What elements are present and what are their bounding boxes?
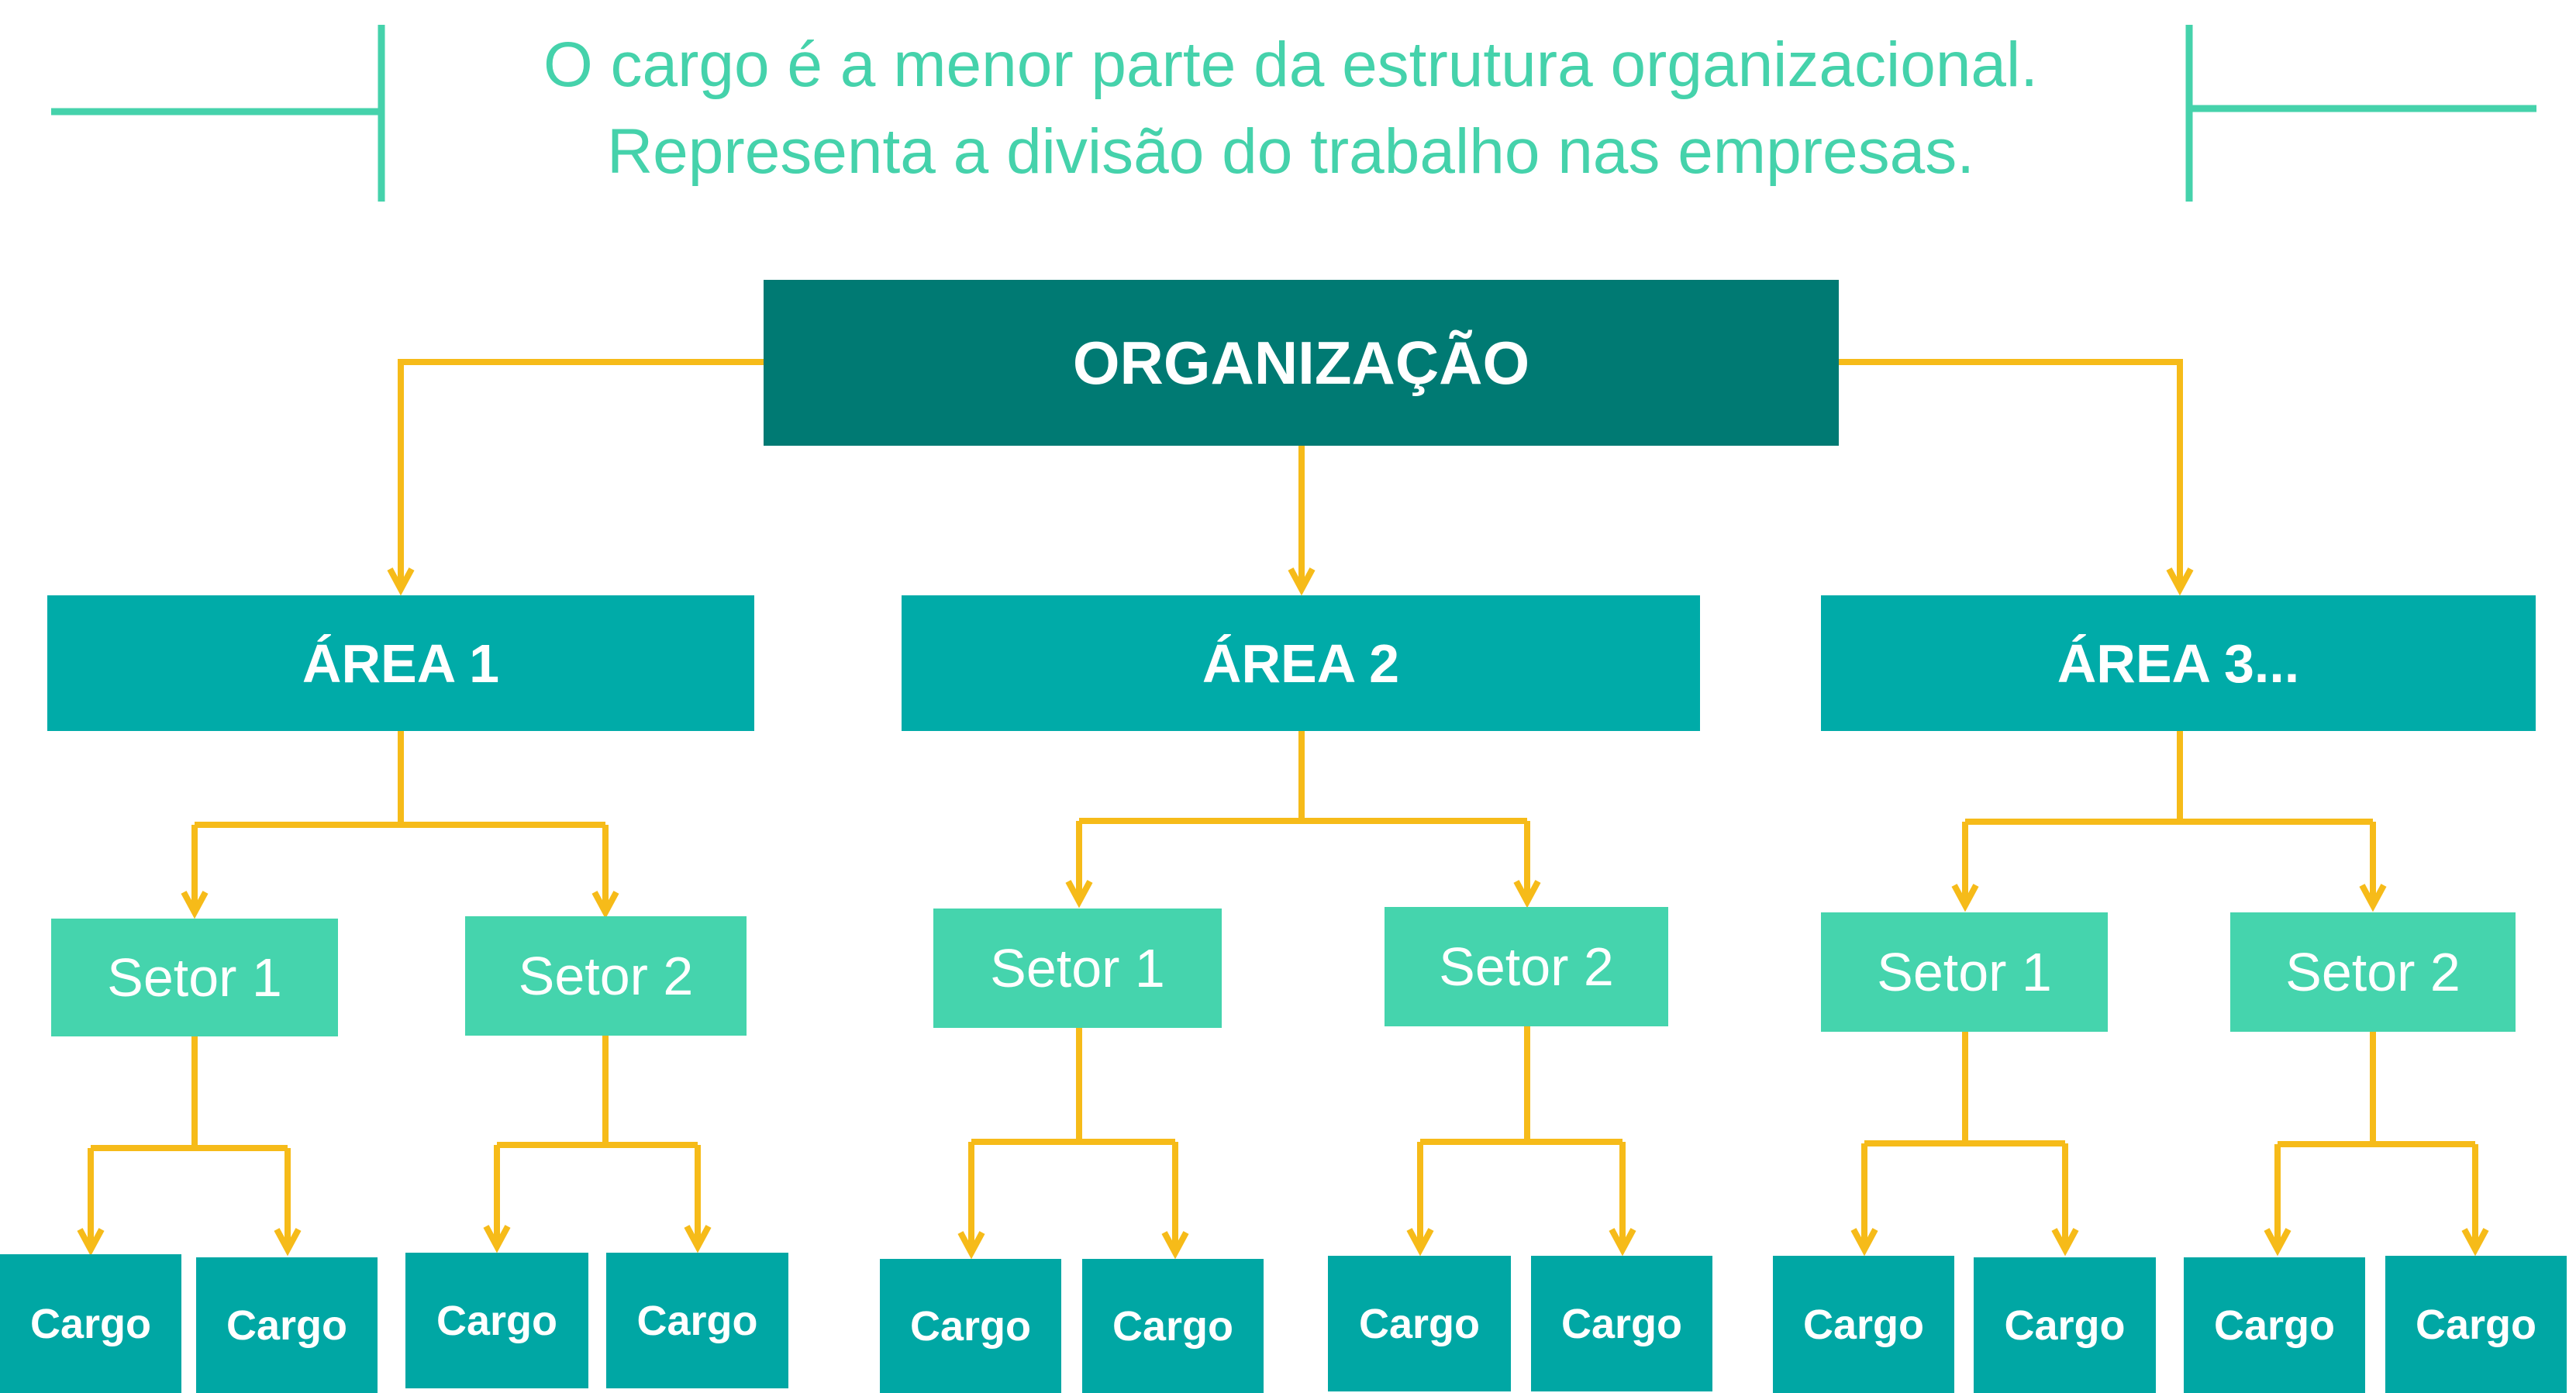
- area-box-3: ÁREA 3...: [1821, 595, 2536, 731]
- setor-box: Setor 1: [51, 919, 338, 1036]
- cargo-box: Cargo: [2385, 1256, 2567, 1393]
- cargo-box: Cargo: [1328, 1256, 1511, 1391]
- cargo-box: Cargo: [0, 1254, 181, 1393]
- cargo-box: Cargo: [1082, 1259, 1264, 1393]
- cargo-label: Cargo: [636, 1297, 758, 1344]
- setor-box: Setor 2: [2230, 912, 2516, 1032]
- cargo-label: Cargo: [29, 1300, 151, 1347]
- arrowhead: [1288, 567, 1316, 596]
- arrowhead: [181, 891, 209, 919]
- cargo-label: Cargo: [2213, 1302, 2335, 1349]
- cargo-label: Cargo: [436, 1297, 557, 1344]
- cargo-label: Cargo: [1112, 1302, 1233, 1350]
- arrowhead: [1609, 1228, 1636, 1257]
- cargo-box: Cargo: [405, 1253, 588, 1388]
- caption: O cargo é a menor parte da estrutura org…: [403, 22, 2178, 195]
- area-label: ÁREA 3...: [2057, 633, 2300, 694]
- setor-label: Setor 2: [2285, 942, 2460, 1002]
- cargo-label: Cargo: [2004, 1302, 2126, 1349]
- arrowhead: [274, 1228, 302, 1257]
- arrowhead: [1951, 884, 1979, 912]
- cargo-box: Cargo: [1531, 1256, 1712, 1391]
- area-box-2: ÁREA 2: [902, 595, 1700, 731]
- setor-box: Setor 2: [1385, 907, 1668, 1026]
- cargo-label: Cargo: [1560, 1300, 1682, 1347]
- arrowhead: [2359, 884, 2387, 912]
- cargo-box: Cargo: [2184, 1257, 2365, 1393]
- caption-line-1: O cargo é a menor parte da estrutura org…: [543, 29, 2039, 100]
- cargo-label: Cargo: [909, 1302, 1031, 1350]
- arrowhead: [2461, 1228, 2489, 1257]
- cargo-box: Cargo: [606, 1253, 788, 1388]
- arrowhead: [77, 1228, 105, 1257]
- cargo-label: Cargo: [2415, 1301, 2536, 1348]
- setor-label: Setor 1: [1877, 942, 2052, 1002]
- cargo-box: Cargo: [880, 1259, 1061, 1393]
- area-label: ÁREA 1: [302, 633, 500, 694]
- hierarchy-links: [77, 359, 2489, 1260]
- area-label: ÁREA 2: [1202, 633, 1400, 694]
- setor-label: Setor 2: [518, 946, 694, 1006]
- setor-box: Setor 2: [465, 916, 747, 1036]
- arrowhead: [483, 1225, 511, 1253]
- setor-label: Setor 1: [990, 938, 1165, 998]
- arrowhead: [2166, 567, 2194, 596]
- area-box-1: ÁREA 1: [47, 595, 754, 731]
- cargo-box: Cargo: [1773, 1256, 1954, 1393]
- cargo-box: Cargo: [196, 1257, 378, 1393]
- arrowhead: [1513, 880, 1541, 909]
- cargo-label: Cargo: [1802, 1301, 1924, 1348]
- arrowhead: [1065, 880, 1093, 909]
- arrowhead: [2051, 1228, 2079, 1257]
- arrowhead: [2264, 1228, 2292, 1257]
- arrowhead: [387, 567, 415, 596]
- setor-label: Setor 2: [1439, 936, 1614, 997]
- caption-line-2: Representa a divisão do trabalho nas emp…: [606, 116, 1975, 187]
- organization-box: ORGANIZAÇÃO: [764, 280, 1839, 446]
- arrowhead: [591, 891, 619, 919]
- cargo-label: Cargo: [226, 1302, 347, 1349]
- arrowhead: [1161, 1231, 1189, 1260]
- cargo-box: Cargo: [1974, 1257, 2156, 1393]
- arrowhead: [1850, 1228, 1878, 1257]
- arrowhead: [1406, 1228, 1434, 1257]
- cargo-label: Cargo: [1358, 1300, 1480, 1347]
- connector-org-area1: [398, 359, 764, 589]
- arrowhead: [684, 1225, 712, 1253]
- connector-org-area3: [1839, 359, 2183, 589]
- arrowhead: [957, 1231, 985, 1260]
- setor-box: Setor 1: [1821, 912, 2108, 1032]
- organization-label: ORGANIZAÇÃO: [1072, 328, 1530, 397]
- setor-label: Setor 1: [107, 947, 282, 1008]
- setor-box: Setor 1: [933, 909, 1222, 1028]
